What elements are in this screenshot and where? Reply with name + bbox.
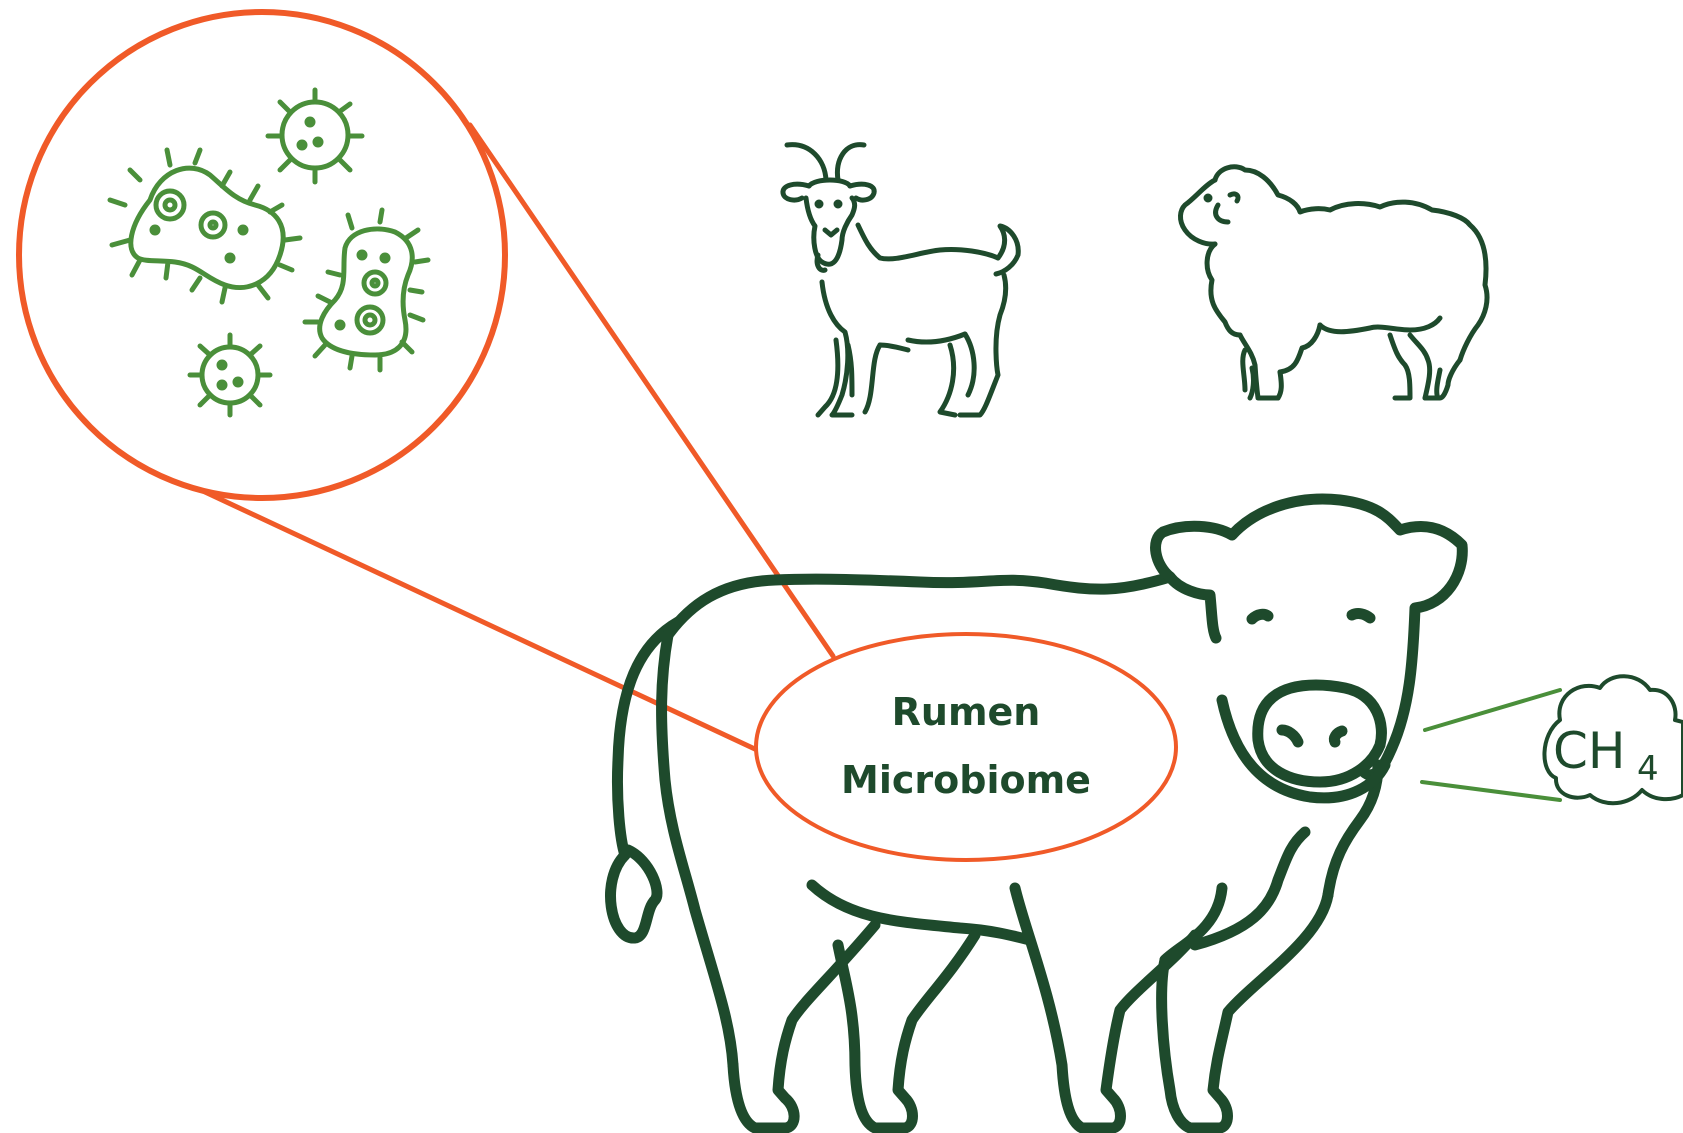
rumen-label-line2: Microbiome — [841, 758, 1091, 802]
emission-line-upper — [1425, 690, 1560, 730]
sheep-icon — [1180, 167, 1487, 398]
rumen-ellipse — [756, 634, 1176, 860]
goat-icon — [783, 145, 1018, 415]
rumen-label-line1: Rumen — [892, 690, 1041, 734]
emission-lines — [1422, 690, 1560, 800]
emission-line-lower — [1422, 782, 1560, 800]
zoom-connector-lower — [190, 485, 757, 750]
cloud-icon: CH 4 — [1544, 676, 1683, 803]
zoom-circle — [19, 12, 505, 498]
methane-formula-main: CH — [1553, 722, 1626, 780]
methane-formula-sub: 4 — [1637, 749, 1659, 789]
